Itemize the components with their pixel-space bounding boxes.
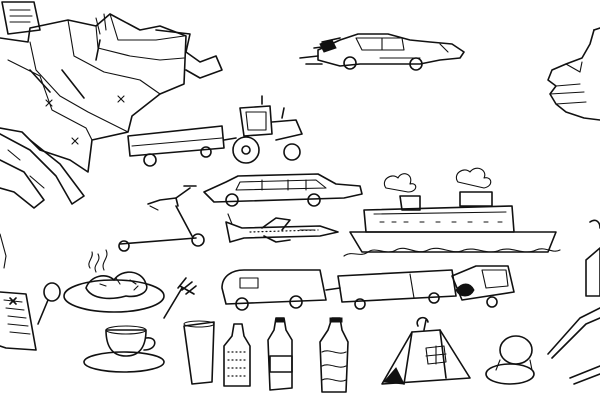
water-bottle-icon bbox=[319, 317, 349, 393]
bottle-icon bbox=[223, 323, 251, 387]
plate-icon bbox=[63, 249, 165, 313]
limousine-icon bbox=[203, 173, 363, 207]
road-map-icon bbox=[0, 1, 223, 209]
knife-icon bbox=[547, 307, 600, 385]
tractor-icon bbox=[127, 95, 303, 167]
speeding-car bbox=[299, 33, 465, 71]
fork-icon bbox=[163, 277, 197, 319]
mirror-icon bbox=[485, 335, 535, 385]
soda-bottle-icon bbox=[267, 317, 293, 391]
airplane-icon bbox=[225, 213, 339, 243]
scooter-icon bbox=[118, 185, 205, 252]
tent-icon bbox=[381, 316, 471, 385]
spoon-icon bbox=[37, 282, 61, 325]
cup-icon bbox=[83, 325, 165, 373]
glass-icon bbox=[183, 320, 215, 385]
ship-icon bbox=[343, 167, 561, 257]
book-icon bbox=[0, 291, 37, 351]
thumbs-up-icon bbox=[547, 27, 600, 121]
truck-icon bbox=[221, 265, 515, 311]
